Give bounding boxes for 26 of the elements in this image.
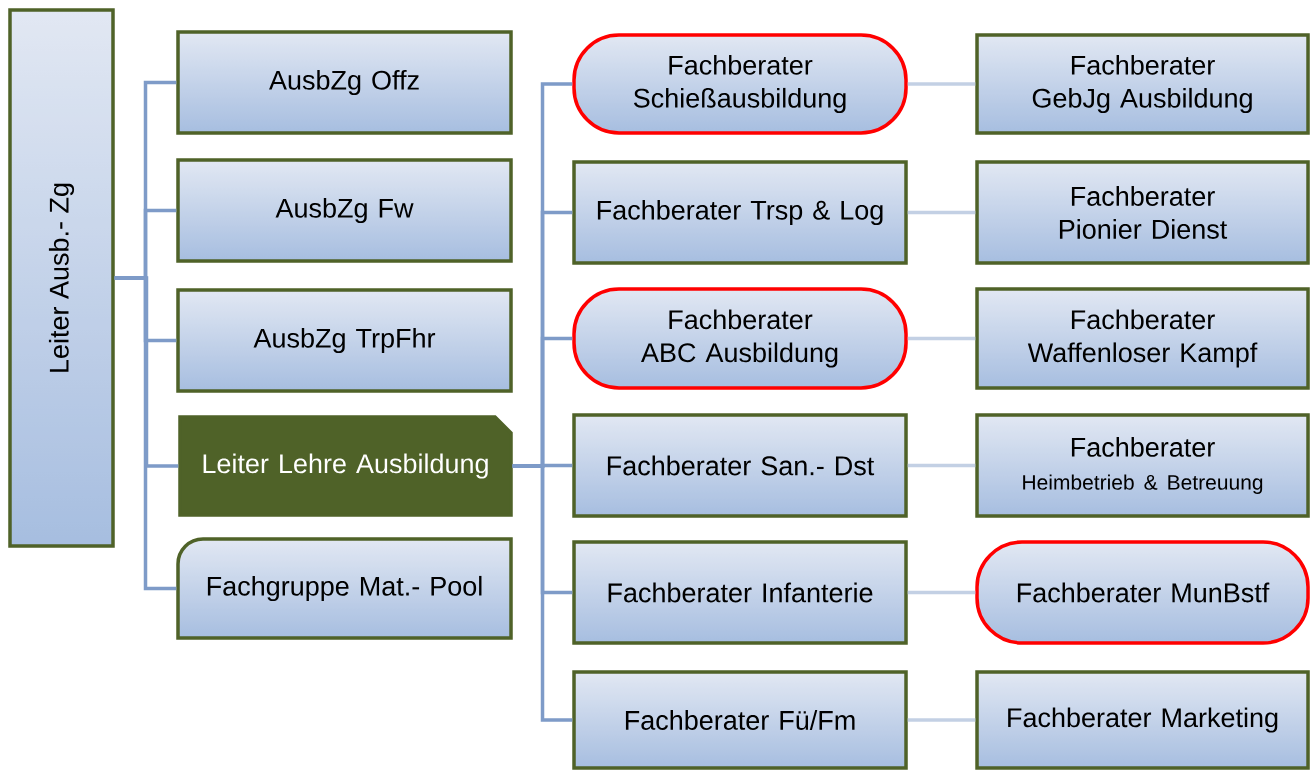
connector-line — [907, 590, 976, 595]
unit-box: Fachberater Marketing — [975, 670, 1310, 770]
connector-line — [114, 276, 177, 591]
connector-line — [907, 336, 976, 341]
unit-box: Fachberater Infanterie — [572, 540, 908, 645]
unit-box: Fachberater San.- Dst — [572, 413, 908, 518]
highlighted-box: Fachberater Schießausbildung — [572, 33, 908, 135]
unit-box: AusbZg TrpFhr — [176, 288, 513, 393]
connector-line — [907, 82, 976, 86]
connector-line — [907, 718, 976, 722]
unit-box: Fachberater Fü/Fm — [572, 670, 908, 770]
connector-line — [907, 210, 976, 215]
unit-box: Fachberater Heimbetrieb & Betreuung — [975, 413, 1310, 518]
unit-box: Fachberater Waffenloser Kampf — [975, 287, 1310, 390]
unit-box: AusbZg Fw — [176, 158, 513, 263]
unit-box: Fachberater Pionier Dienst — [975, 160, 1310, 265]
group-box: Fachgruppe Mat.- Pool — [176, 537, 513, 640]
connector-line — [907, 463, 976, 468]
highlighted-box: Fachberater MunBstf — [975, 540, 1310, 645]
unit-box: Fachberater Trsp & Log — [572, 160, 908, 265]
unit-box: Fachberater GebJg Ausbildung — [975, 33, 1310, 135]
highlighted-box: Fachberater ABC Ausbildung — [572, 287, 908, 390]
connector-line — [512, 464, 573, 722]
leader-box: Leiter Ausb.- Zg — [8, 8, 115, 548]
lead-box: Leiter Lehre Ausbildung — [178, 415, 513, 517]
unit-box: AusbZg Offz — [176, 30, 513, 135]
